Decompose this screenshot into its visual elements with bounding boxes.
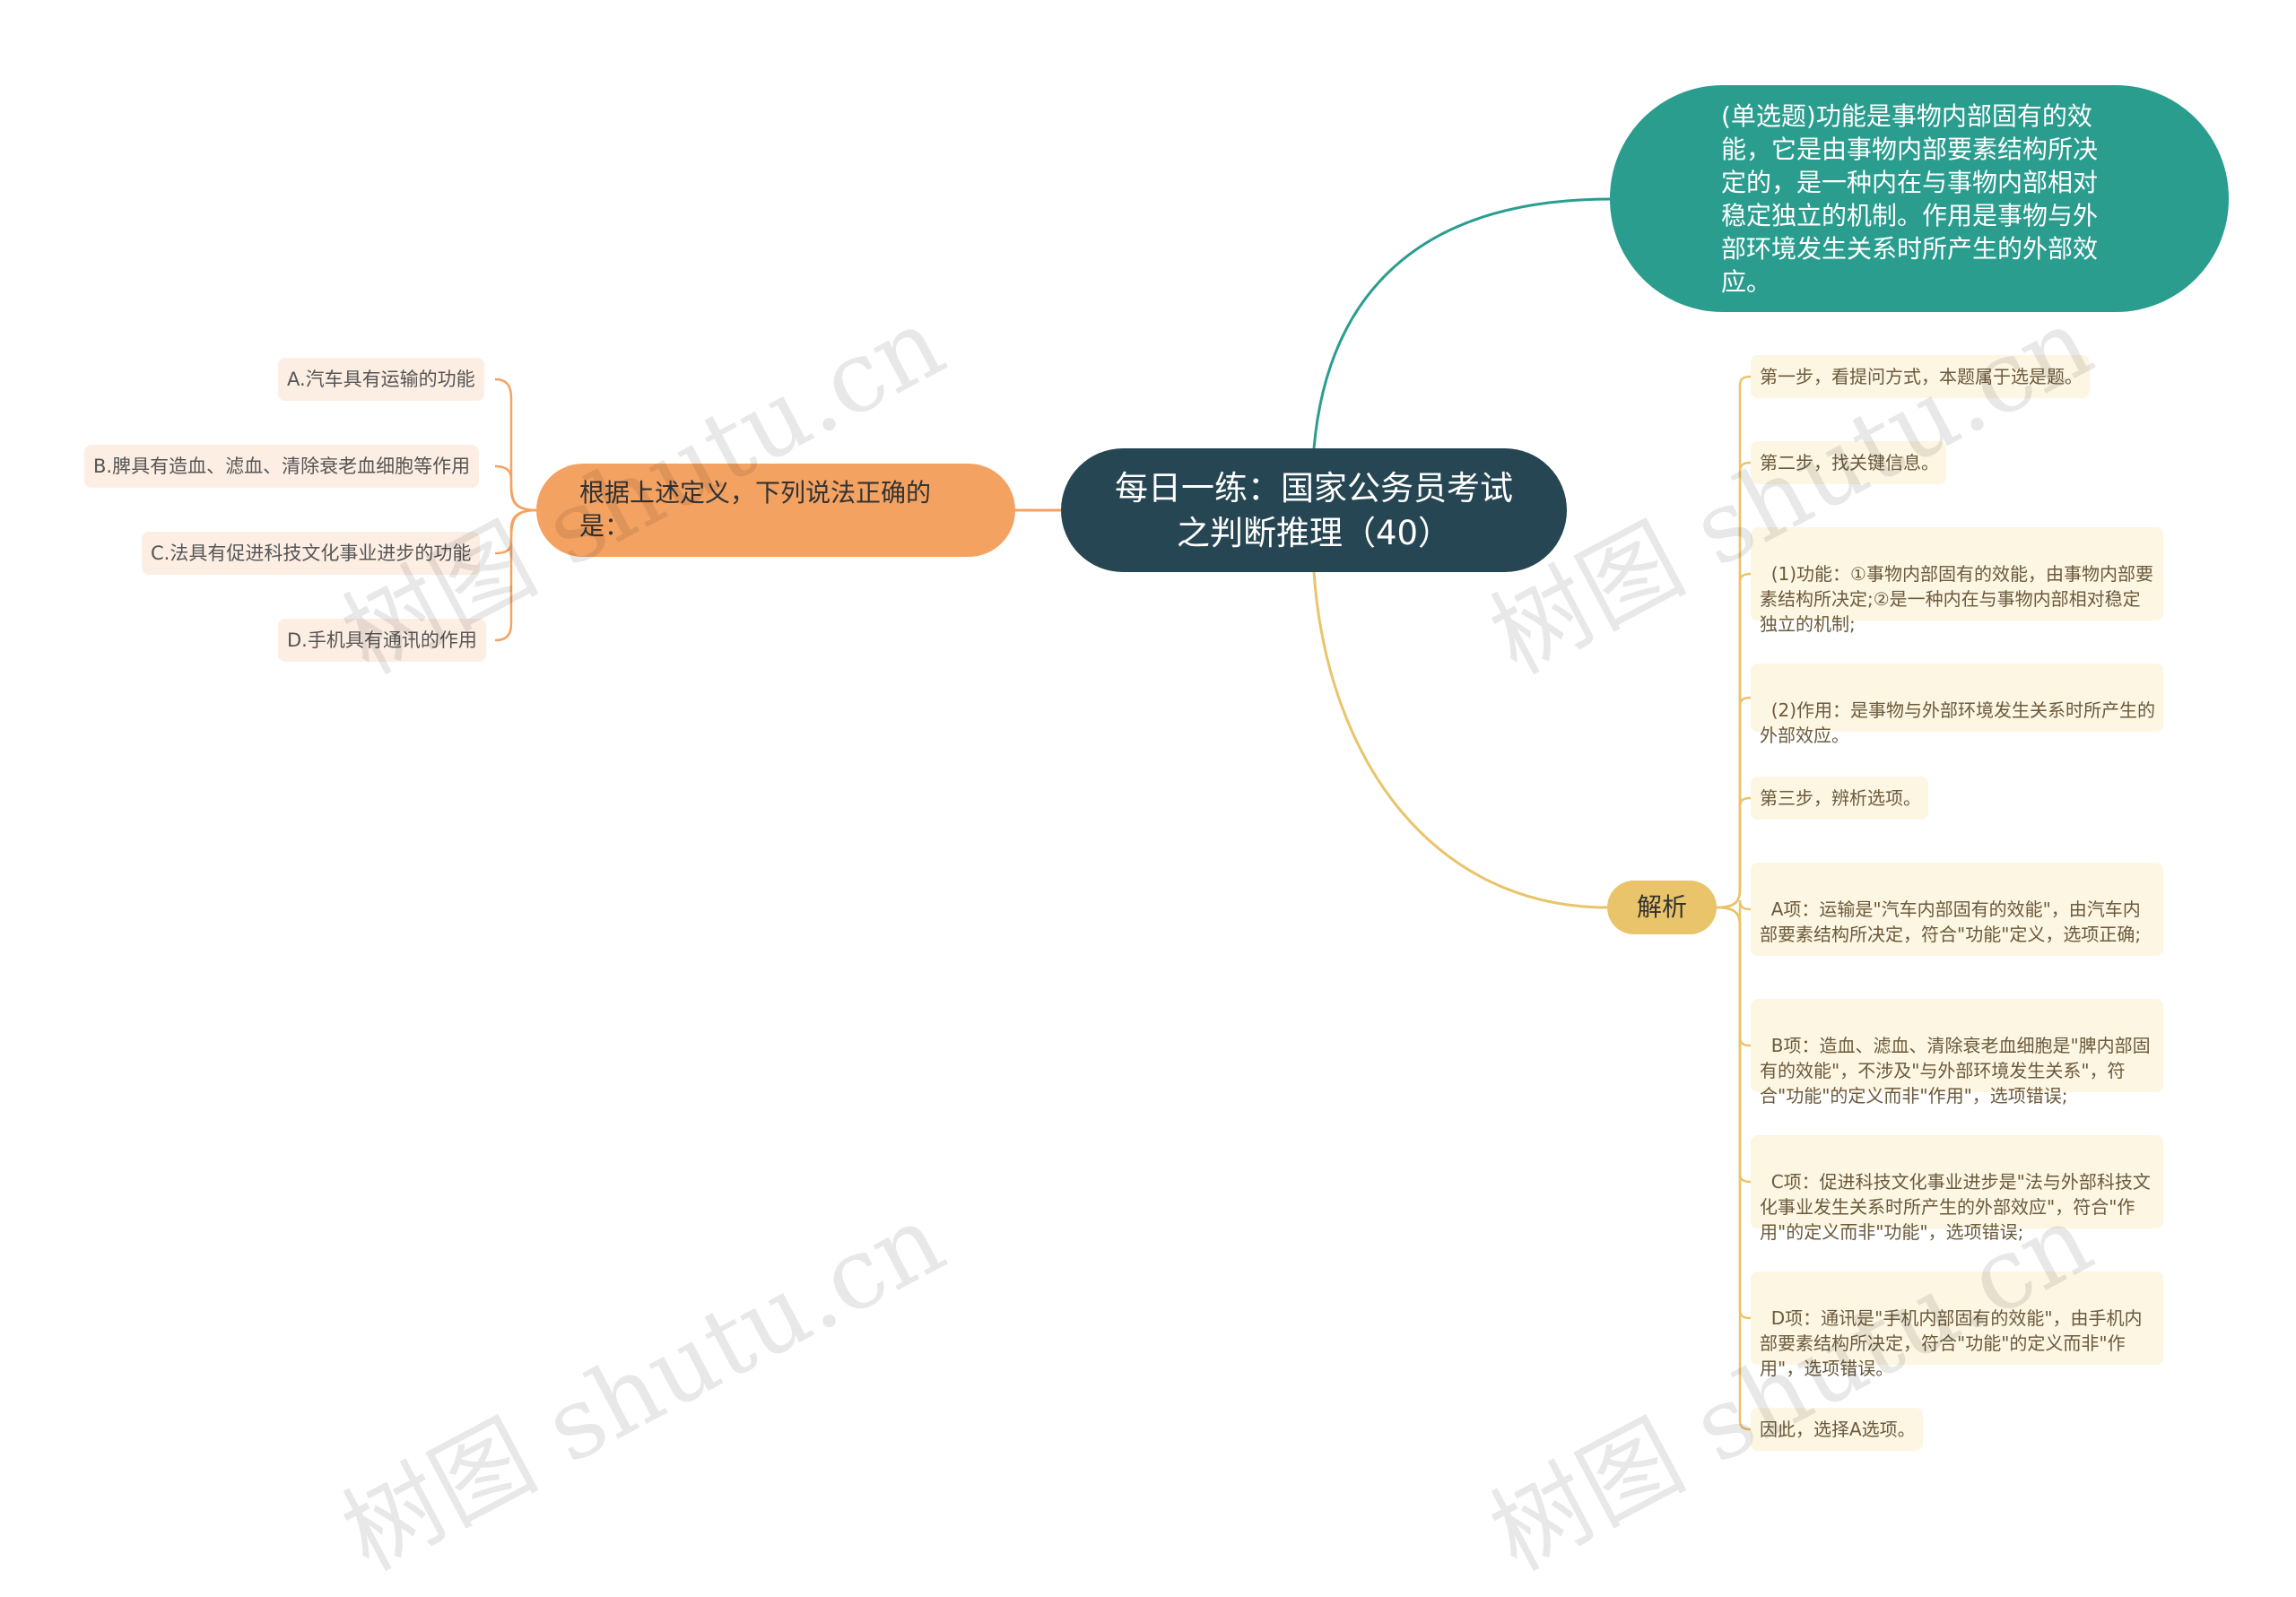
- option-d[interactable]: D.手机具有通讯的作用: [278, 619, 486, 662]
- option-c[interactable]: C.法具有促进科技文化事业进步的功能: [142, 532, 481, 575]
- root-title: 每日一练：国家公务员考试之判断推理（40）: [1115, 469, 1513, 552]
- analysis-link: [1716, 906, 1752, 1320]
- connector-lines: [494, 197, 1752, 1431]
- analysis-item[interactable]: 因此，选择A选项。: [1751, 1408, 1923, 1451]
- analysis-links: [1716, 375, 1752, 1431]
- prompt-node[interactable]: 根据上述定义，下列说法正确的是：: [536, 464, 1015, 557]
- analysis-link: [1716, 796, 1752, 909]
- analysis-item[interactable]: C项：促进科技文化事业进步是"法与外部科技文化事业发生关系时所产生的外部效应"，…: [1751, 1135, 2163, 1243]
- analysis-item[interactable]: (2)作用：是事物与外部环境发生关系时所产生的外部效应。: [1751, 664, 2163, 746]
- option-b-text: B.脾具有造血、滤血、清除衰老血细胞等作用: [93, 456, 471, 477]
- analysis-item-text: A项：运输是"汽车内部固有的效能"，由汽车内部要素结构所决定，符合"功能"定义，…: [1760, 898, 2142, 945]
- analysis-link: [1716, 461, 1752, 909]
- analysis-item[interactable]: 第二步，找关键信息。: [1751, 441, 1946, 484]
- option-links: [494, 378, 537, 642]
- question-text: (单选题)功能是事物内部固有的效能，它是由事物内部要素结构所决定的，是一种内在与…: [1721, 101, 2099, 297]
- option-a-text: A.汽车具有运输的功能: [287, 369, 475, 390]
- analysis-item[interactable]: A项：运输是"汽车内部固有的效能"，由汽车内部要素结构所决定，符合"功能"定义，…: [1751, 863, 2163, 956]
- root-topic[interactable]: 每日一练：国家公务员考试之判断推理（40）: [1061, 448, 1567, 572]
- analysis-item[interactable]: 第一步，看提问方式，本题属于选是题。: [1751, 355, 2090, 398]
- option-d-text: D.手机具有通讯的作用: [287, 629, 477, 651]
- analysis-item-text: C项：促进科技文化事业进步是"法与外部科技文化事业发生关系时所产生的外部效应"，…: [1760, 1171, 2151, 1243]
- analysis-item-text: 第二步，找关键信息。: [1760, 452, 1939, 473]
- analysis-item-text: (2)作用：是事物与外部环境发生关系时所产生的外部效应。: [1760, 699, 2156, 746]
- analysis-link: [1716, 696, 1752, 909]
- analysis-link: [1716, 572, 1752, 909]
- analysis-link: [1716, 375, 1752, 909]
- analysis-item-text: 因此，选择A选项。: [1760, 1419, 1916, 1440]
- analysis-item-text: 第一步，看提问方式，本题属于选是题。: [1760, 366, 2083, 387]
- analysis-link: [1716, 906, 1752, 1431]
- analysis-item[interactable]: (1)功能：①事物内部固有的效能，由事物内部要素结构所决定;②是一种内在与事物内…: [1751, 527, 2163, 635]
- analysis-item-text: D项：通讯是"手机内部固有的效能"，由手机内部要素结构所决定，符合"功能"的定义…: [1760, 1307, 2143, 1379]
- option-a[interactable]: A.汽车具有运输的功能: [278, 358, 484, 401]
- option-b[interactable]: B.脾具有造血、滤血、清除衰老血细胞等作用: [84, 445, 480, 488]
- question-node[interactable]: (单选题)功能是事物内部固有的效能，它是由事物内部要素结构所决定的，是一种内在与…: [1610, 85, 2229, 312]
- analysis-item[interactable]: 第三步，辨析选项。: [1751, 777, 1928, 820]
- analysis-item-text: (1)功能：①事物内部固有的效能，由事物内部要素结构所决定;②是一种内在与事物内…: [1760, 563, 2153, 635]
- analysis-item-text: B项：造血、滤血、清除衰老血细胞是"脾内部固有的效能"，不涉及"与外部环境发生关…: [1760, 1035, 2151, 1107]
- option-c-text: C.法具有促进科技文化事业进步的功能: [151, 542, 472, 564]
- analysis-item[interactable]: D项：通讯是"手机内部固有的效能"，由手机内部要素结构所决定，符合"功能"的定义…: [1751, 1272, 2163, 1379]
- analysis-node[interactable]: 解析: [1607, 881, 1717, 934]
- link-root-analysis: [1312, 571, 1608, 909]
- analysis-link: [1716, 906, 1752, 1047]
- analysis-item-text: 第三步，辨析选项。: [1760, 787, 1921, 809]
- prompt-text: 根据上述定义，下列说法正确的是：: [579, 478, 932, 541]
- analysis-label: 解析: [1636, 892, 1687, 922]
- link-root-question: [1312, 197, 1611, 449]
- analysis-item[interactable]: B项：造血、滤血、清除衰老血细胞是"脾内部固有的效能"，不涉及"与外部环境发生关…: [1751, 999, 2163, 1107]
